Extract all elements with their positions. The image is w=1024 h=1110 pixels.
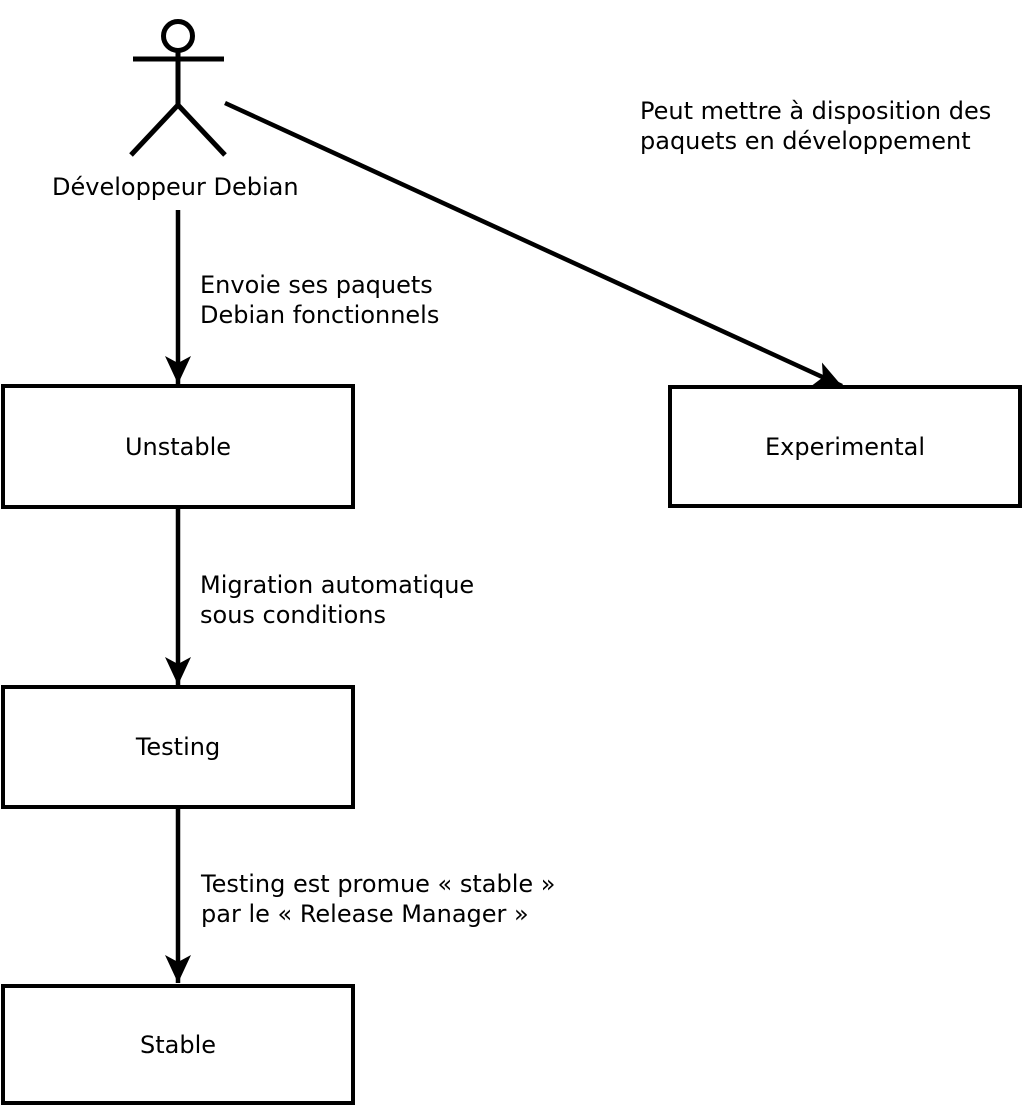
edge-label-line: Testing est promue « stable » xyxy=(201,870,556,898)
edge-label-unstable-to-testing: Migration automatique sous conditions xyxy=(200,570,474,630)
node-stable: Stable xyxy=(1,984,355,1105)
edge-label-line: Migration automatique xyxy=(200,571,475,599)
developer-stick-figure-icon xyxy=(129,19,227,157)
edge-label-line: paquets en développement xyxy=(640,127,971,155)
edge-label-line: Debian fonctionnels xyxy=(200,301,440,329)
edge-label-line: Envoie ses paquets xyxy=(200,271,433,299)
arrow-developer-to-experimental xyxy=(224,100,843,389)
node-testing: Testing xyxy=(1,685,355,809)
node-experimental-label: Experimental xyxy=(764,432,926,461)
edge-label-line: sous conditions xyxy=(200,601,386,629)
actor-left-leg xyxy=(129,103,180,157)
node-unstable: Unstable xyxy=(1,384,355,509)
node-testing-label: Testing xyxy=(135,733,221,761)
node-unstable-label: Unstable xyxy=(124,432,232,461)
node-experimental: Experimental xyxy=(668,385,1022,508)
actor-label: Développeur Debian xyxy=(52,173,299,201)
edge-label-developer-to-unstable: Envoie ses paquets Debian fonctionnels xyxy=(200,270,439,330)
actor-right-leg xyxy=(176,103,227,157)
actor-head xyxy=(161,19,195,53)
edge-label-line: par le « Release Manager » xyxy=(201,900,529,928)
edge-label-developer-to-experimental: Peut mettre à disposition des paquets en… xyxy=(640,96,991,156)
edge-label-line: Peut mettre à disposition des xyxy=(640,97,992,125)
node-stable-label: Stable xyxy=(139,1030,217,1059)
edge-label-testing-to-stable: Testing est promue « stable » par le « R… xyxy=(201,869,555,929)
